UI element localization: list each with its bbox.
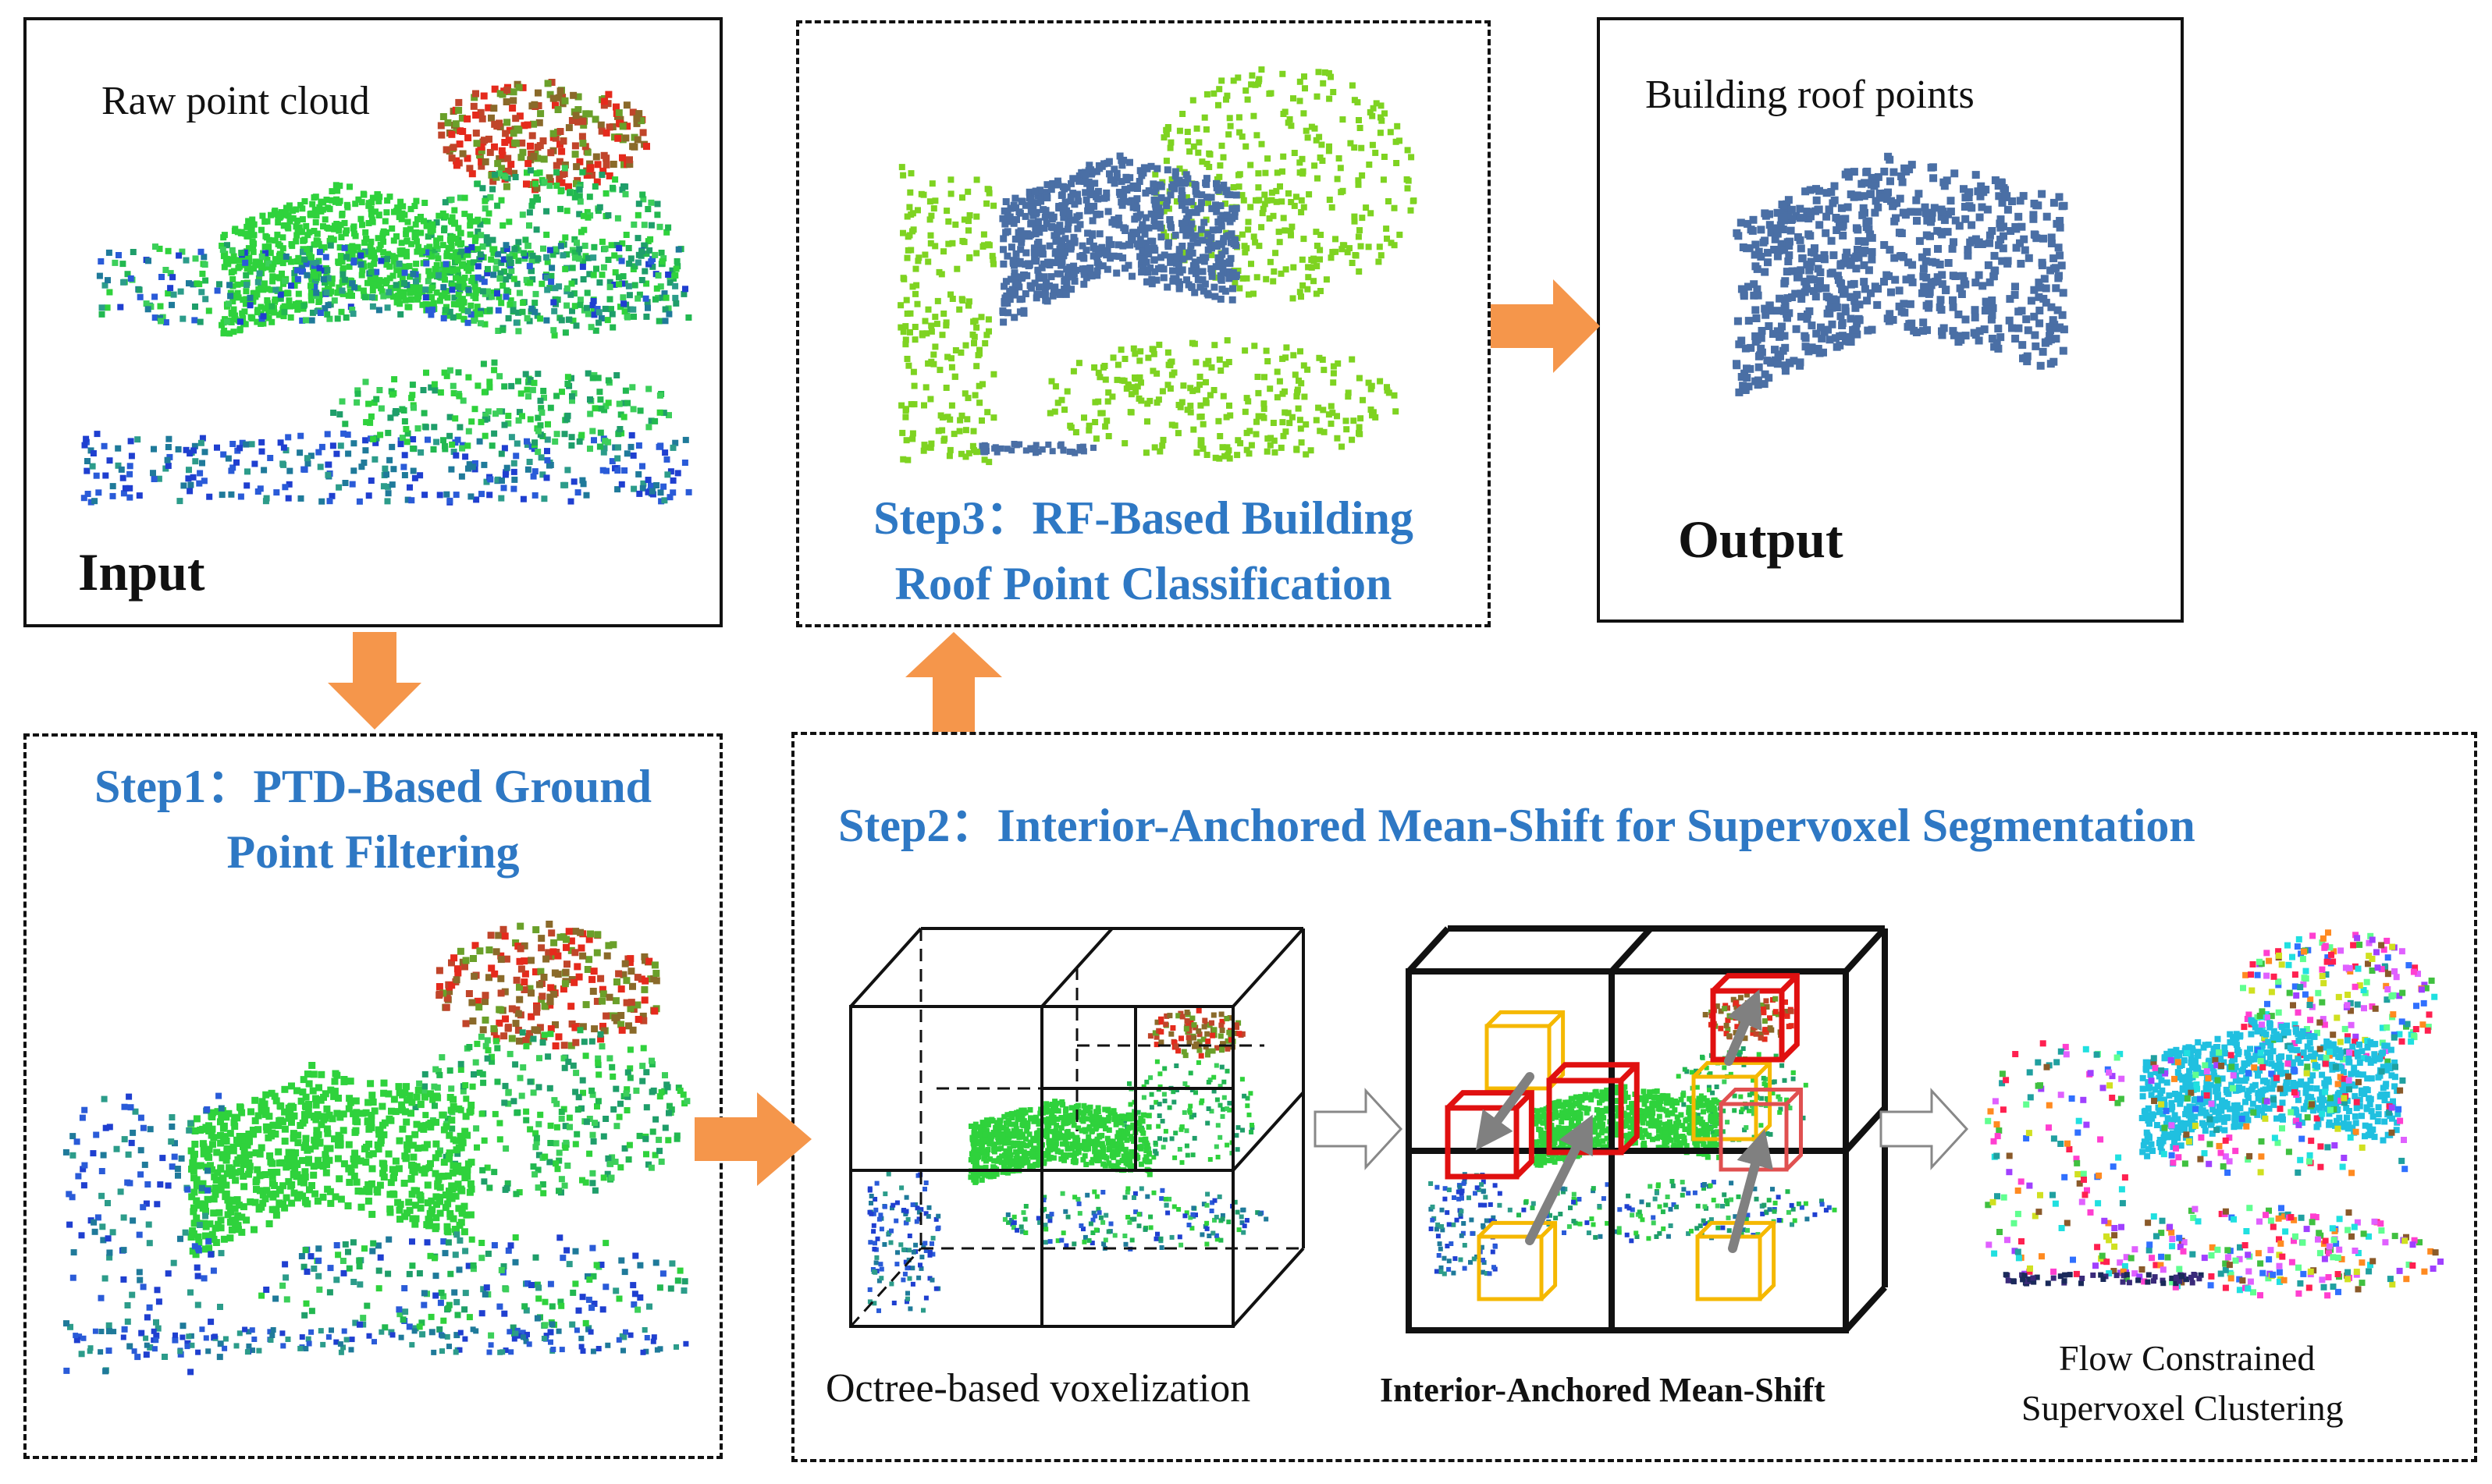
meanshift-label: Interior-Anchored Mean-Shift <box>1380 1371 1825 1409</box>
anchor-box <box>1477 1220 1558 1301</box>
flow-label-1: Flow Constrained <box>2059 1338 2316 1378</box>
hollow-arrow-2 <box>1879 1088 1969 1170</box>
arrow-step2-to-step3 <box>905 632 1002 732</box>
output-caption: Building roof points <box>1645 73 1975 117</box>
step1-line1: Step1：PTD-Based Ground <box>94 761 652 812</box>
supervoxel-point-cloud <box>1985 929 2444 1299</box>
meanshift-cube <box>1406 925 1888 1333</box>
step3-line2: Roof Point Classification <box>894 558 1392 609</box>
step3-line1: Step3：RF-Based Building <box>873 492 1413 544</box>
roof-point-cloud <box>1733 152 2068 396</box>
supervoxel-box <box>1445 1090 1534 1180</box>
octree-label: Octree-based voxelization <box>826 1366 1251 1411</box>
arrow-input-to-step1 <box>328 632 421 730</box>
hollow-arrow-1 <box>1314 1088 1403 1170</box>
shift-arrows <box>1475 989 1773 1253</box>
orange-arrows <box>328 279 1600 1186</box>
input-caption: Raw point cloud <box>101 79 370 123</box>
filtered-point-cloud <box>62 921 691 1376</box>
input-title: Input <box>78 542 205 602</box>
octree-cube <box>849 927 1305 1328</box>
anchor-box <box>1695 1220 1776 1301</box>
step1-line2: Point Filtering <box>226 826 520 878</box>
flow-label-2: Supervoxel Clustering <box>2021 1388 2344 1428</box>
step2-title: Step2：Interior-Anchored Mean-Shift for S… <box>838 800 2195 851</box>
step3-panel <box>796 20 1491 627</box>
octree-hidden-edges <box>849 928 1303 1328</box>
arrow-step1-to-step2 <box>695 1092 812 1186</box>
raw-point-cloud <box>80 79 692 506</box>
output-title: Output <box>1678 509 1843 569</box>
step1-title: Step1：PTD-Based Ground Point Filtering <box>23 754 723 885</box>
step3-title: Step3：RF-Based Building Roof Point Class… <box>796 485 1491 616</box>
arrow-step3-to-output <box>1491 279 1600 373</box>
classified-point-cloud <box>898 66 1417 466</box>
octree-point-cloud <box>867 1007 1269 1313</box>
